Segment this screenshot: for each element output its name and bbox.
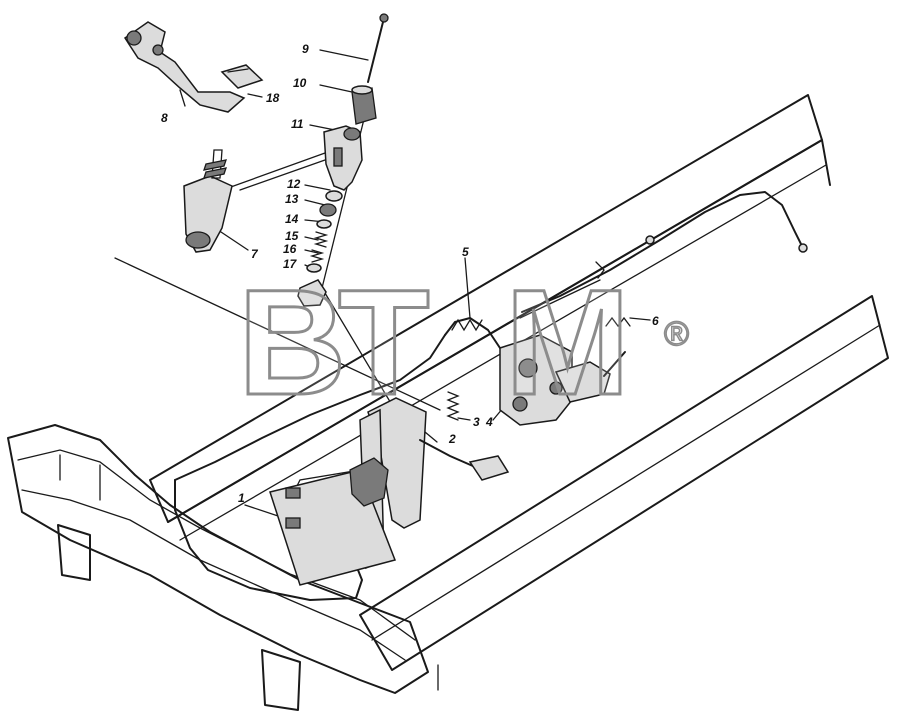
callout-16: 16 (283, 242, 297, 256)
callout-12: 12 (287, 177, 301, 191)
protective-boot-10 (351, 85, 377, 125)
clutch-cable-line (519, 191, 808, 319)
spring-16 (309, 249, 325, 263)
watermark-letter-t: T (338, 258, 430, 426)
watermark-letter-m: M (505, 258, 630, 426)
clutch-pedal-assembly-2 (269, 397, 510, 586)
spring-6 (605, 316, 631, 328)
nut-13 (319, 203, 337, 217)
watermark-letter-b: B (238, 258, 346, 426)
callout-5: 5 (462, 245, 469, 259)
callout-3: 3 (473, 415, 480, 429)
callout-13: 13 (285, 192, 299, 206)
callout-17: 17 (283, 257, 298, 271)
callout-14: 14 (285, 212, 299, 226)
callout-9: 9 (302, 42, 309, 56)
spring-5 (451, 318, 483, 332)
callout-11: 11 (291, 117, 304, 131)
callout-4: 4 (485, 415, 493, 429)
pneumatic-booster-4 (499, 334, 626, 426)
callout-10: 10 (293, 76, 307, 90)
watermark-registered-mark: ® (664, 315, 689, 353)
spring-15 (313, 231, 329, 248)
fitting-base (297, 279, 327, 307)
slave-cylinder-7 (183, 149, 233, 253)
frame-front-long-member (359, 295, 889, 671)
push-rod-9 (367, 13, 389, 83)
master-cylinder-11 (323, 125, 363, 191)
callout-8: 8 (161, 111, 168, 125)
btm-watermark: B T M ® (237, 257, 690, 428)
callout-7: 7 (251, 247, 259, 261)
callout-2: 2 (448, 432, 456, 446)
washer-14 (316, 219, 332, 229)
callout-6: 6 (652, 314, 659, 328)
pedal-lever-8 (123, 21, 246, 113)
pedal-pad-18 (220, 64, 264, 89)
callout-1: 1 (238, 491, 245, 505)
frame-cross-member (7, 424, 439, 711)
callout-15: 15 (285, 229, 299, 243)
return-spring-3 (446, 391, 460, 421)
washer-17 (306, 263, 322, 273)
callout-labels: 1 2 3 4 5 6 7 8 9 10 11 12 13 14 15 16 1… (161, 42, 659, 505)
washer-12 (325, 190, 343, 202)
callout-18: 18 (266, 91, 280, 105)
